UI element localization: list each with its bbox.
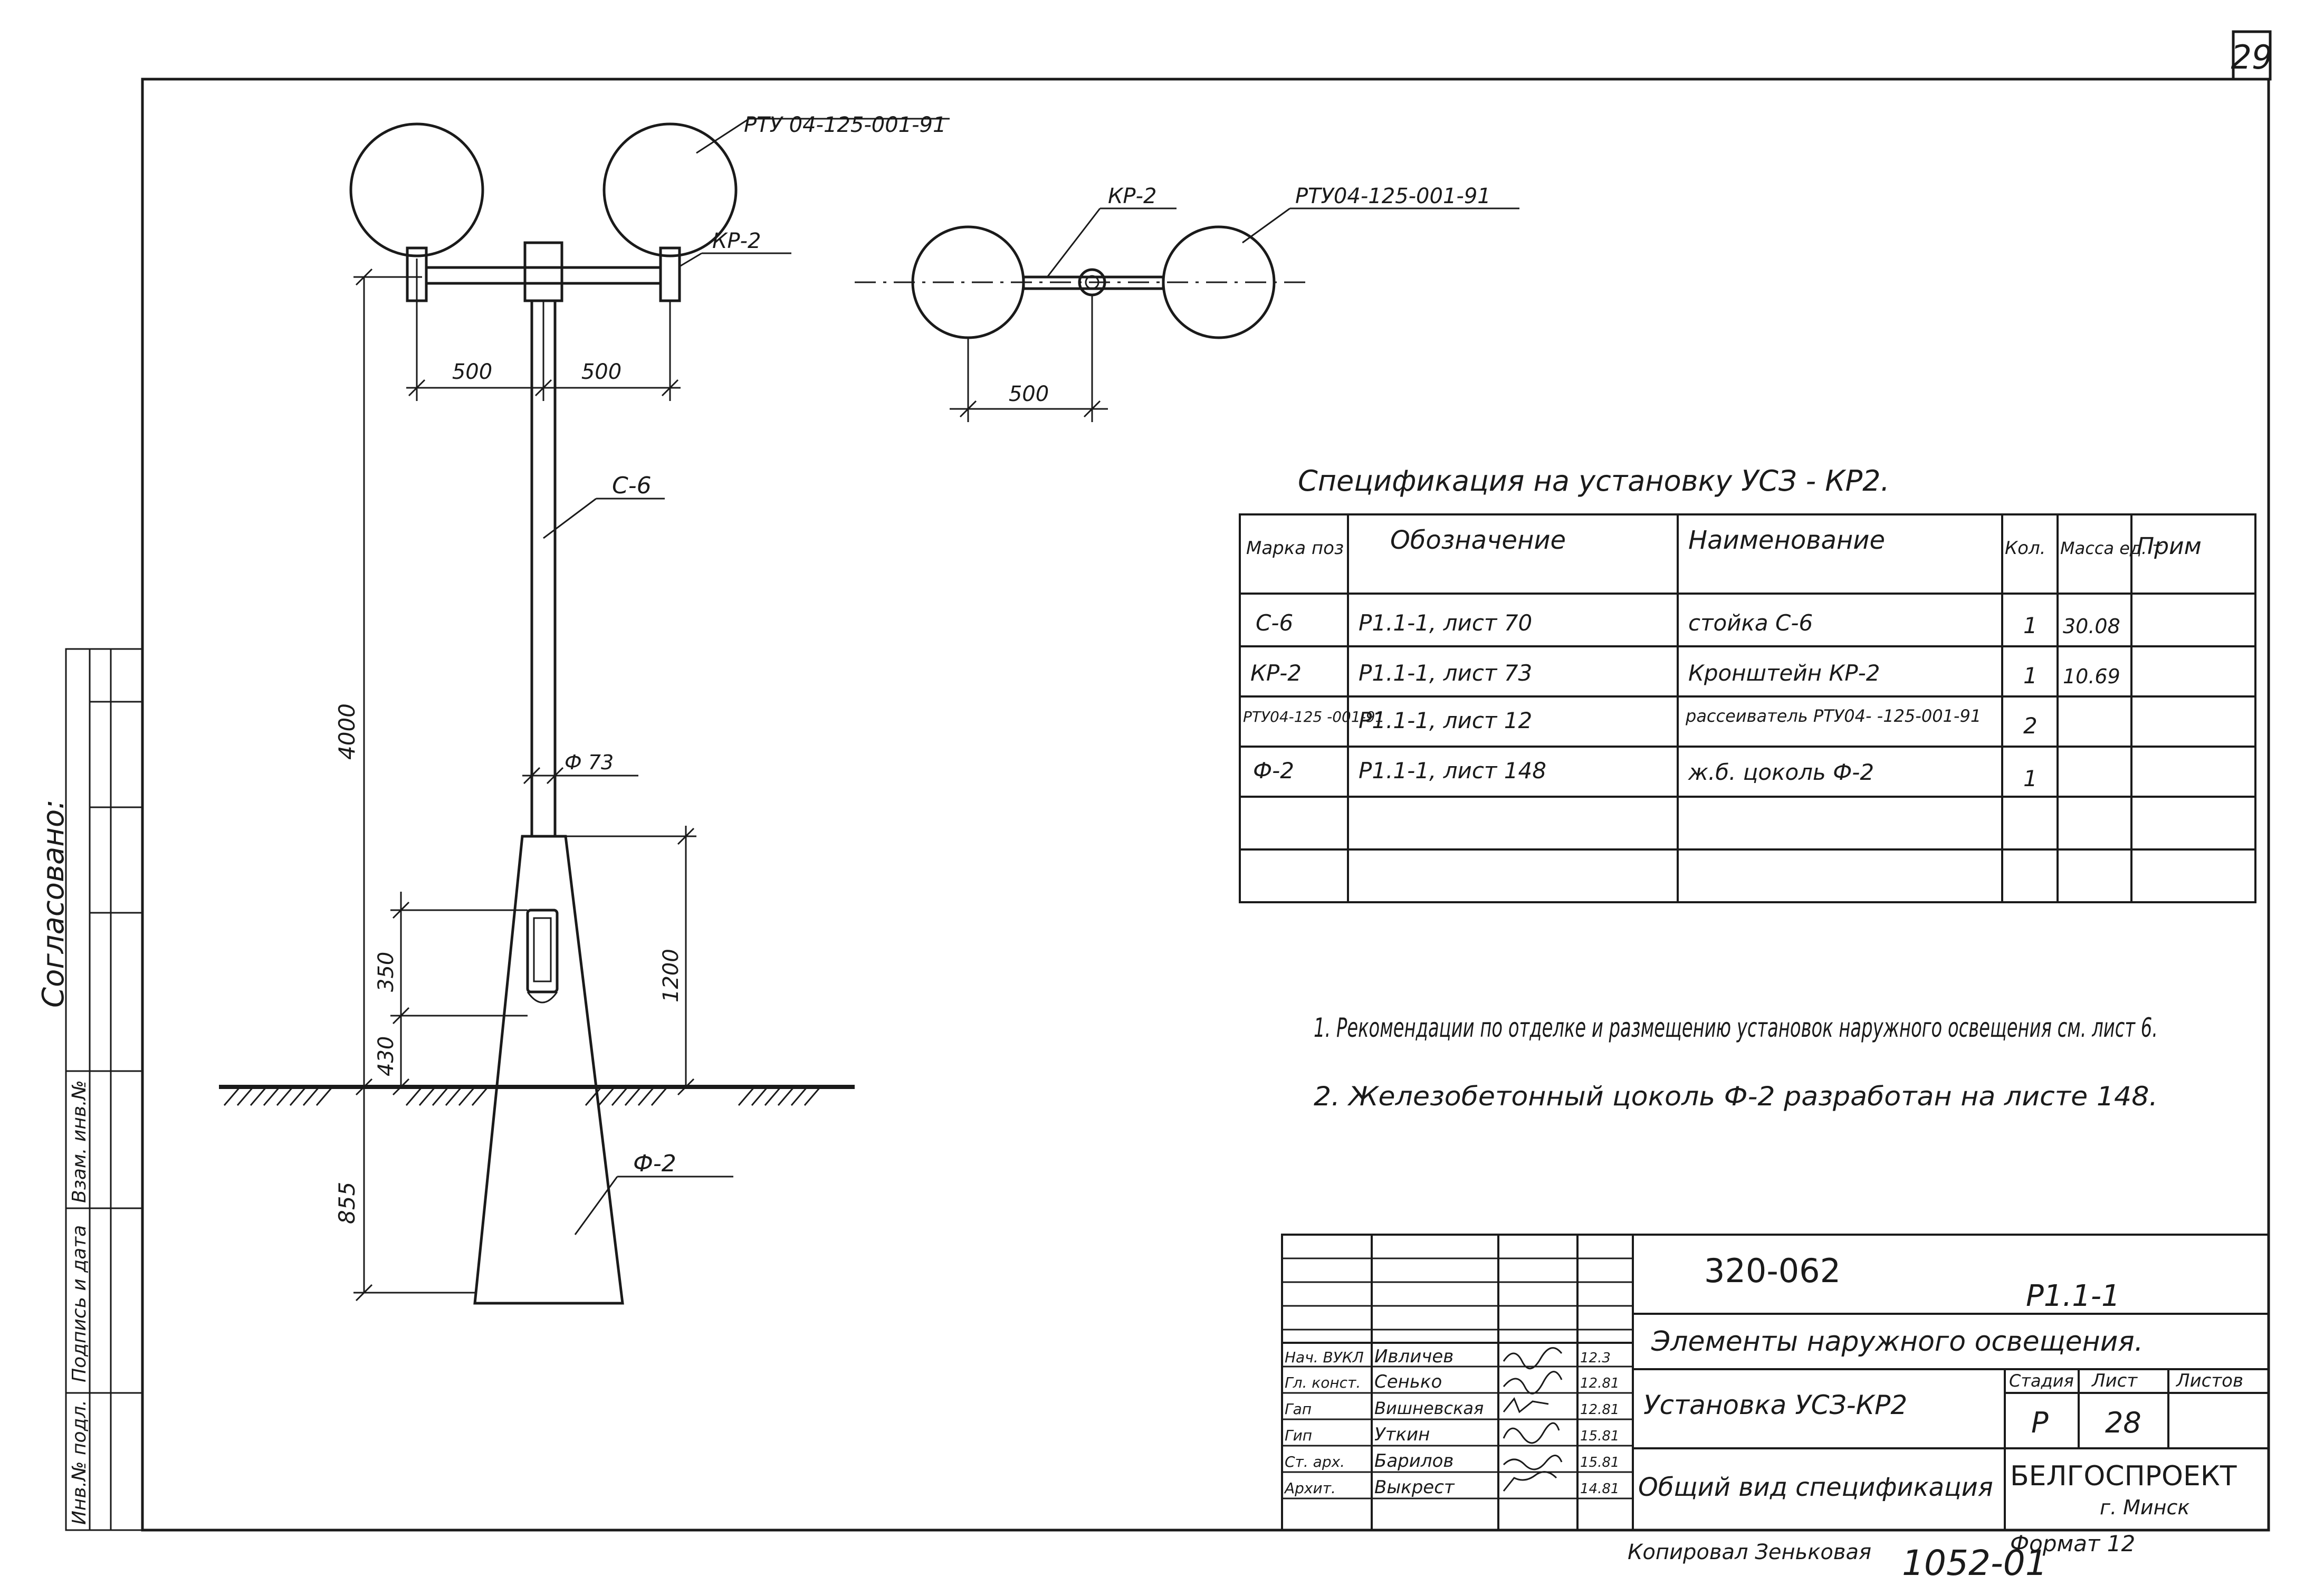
dim-855: 855: [334, 1182, 360, 1224]
spec-cell: 10.69: [2063, 665, 2120, 688]
spec-cell: стойка С-6: [1688, 610, 1813, 636]
spec-cell: Р1.1-1, лист 73: [1359, 660, 1532, 686]
note-2: 2. Железобетонный цоколь Ф-2 разработан …: [1314, 1081, 2158, 1112]
sheet-frame: 29: [141, 30, 2273, 1532]
side-label-sign: Подпись и дата: [69, 1225, 90, 1382]
staff-date: 15.81: [1580, 1455, 1619, 1470]
staff-date: 15.81: [1580, 1428, 1619, 1444]
dim-right-arm: 500: [581, 360, 621, 384]
side-label-replace: Взам. инв.№: [69, 1080, 90, 1203]
sheet-title: Общий вид спецификация: [1638, 1473, 1993, 1502]
staff-date: 12.81: [1580, 1402, 1619, 1418]
dim-430: 430: [374, 1036, 398, 1076]
post-callout: С-6: [612, 472, 652, 499]
spec-header-designation: Обозначение: [1390, 526, 1566, 555]
bracket-callout-elev: КР-2: [712, 229, 761, 253]
plan-view: КР-2 РТУ04-125-001-91 500: [855, 184, 1519, 422]
spec-cell: Ф-2: [1253, 758, 1294, 784]
dim-height: 4000: [334, 703, 360, 760]
spec-cell: Р1.1-1, лист 70: [1359, 610, 1532, 636]
spec-cell: Р1.1-1, лист 12: [1359, 708, 1532, 733]
staff-role: Нач. ВУКЛ: [1285, 1349, 1364, 1366]
spec-cell: КР-2: [1250, 660, 1302, 686]
staff-name: Сенько: [1374, 1371, 1442, 1392]
dim-350: 350: [374, 952, 398, 992]
side-label-inv: Инв.№ подл.: [69, 1400, 90, 1525]
plan-lamp-callout: РТУ04-125-001-91: [1295, 184, 1491, 208]
archive-number: 1052-01: [1902, 1543, 2048, 1583]
staff-name: Барилов: [1374, 1450, 1453, 1472]
right-lamp-globe: [602, 122, 738, 257]
plan-left-globe: [911, 225, 1025, 339]
staff-name: Выкрест: [1374, 1477, 1455, 1498]
lamp-callout: РТУ 04-125-001-91: [744, 113, 946, 137]
title-block: 320-062 Р1.1-1 Элементы наружного освеще…: [1281, 1234, 2270, 1531]
sheet-value: 28: [2105, 1406, 2141, 1439]
spec-header-note: Прим: [2137, 533, 2202, 560]
staff-name: Вишневская: [1374, 1398, 1484, 1418]
organization: БЕЛГОСПРОЕКТ: [2010, 1460, 2237, 1492]
spec-header-mark: Марка поз: [1246, 538, 1344, 559]
notes: 1. Рекомендации по отделке и размещению …: [1314, 1013, 2158, 1112]
spec-cell: Кронштейн КР-2: [1688, 660, 1880, 686]
copied-by: Копировал Зеньковая: [1628, 1540, 1871, 1564]
staff-date: 12.81: [1580, 1376, 1619, 1391]
section-title: Элементы наружного освещения.: [1651, 1326, 2143, 1358]
spec-cell: 1: [2023, 613, 2038, 638]
spec-cell: РТУ04-125 -001-91: [1243, 708, 1384, 725]
spec-header-name: Наименование: [1688, 526, 1885, 555]
base-callout: Ф-2: [633, 1150, 676, 1177]
staff-date: 14.81: [1580, 1481, 1619, 1497]
left-lamp-globe: [349, 122, 484, 257]
spec-cell: 2: [2023, 713, 2038, 739]
doc-code: Р1.1-1: [2026, 1279, 2120, 1313]
dim-left-arm: 500: [452, 360, 492, 384]
spec-cell: ж.б. цоколь Ф-2: [1688, 759, 1874, 785]
stage-value: Р: [2031, 1406, 2049, 1439]
staff-role: Гип: [1285, 1427, 1312, 1444]
dim-diameter: Ф 73: [565, 751, 614, 774]
spec-cell: 30.08: [2063, 615, 2120, 638]
sheet-footer: Копировал Зеньковая 1052-01 Формат 12: [1628, 1531, 2135, 1583]
spec-cell: С-6: [1256, 610, 1293, 636]
sheets-label: Листов: [2175, 1370, 2243, 1391]
ground-hatching: [223, 1086, 821, 1106]
spec-cell: рассеиватель РТУ04- -125-001-91: [1685, 706, 1981, 726]
staff-role: Ст. арх.: [1285, 1453, 1345, 1470]
bracket-arm: [425, 266, 662, 285]
staff-role: Архит.: [1284, 1479, 1336, 1497]
elevation-view: РТУ 04-125-001-91 КР-2 С-6 Ф-2 500 500 4…: [219, 113, 950, 1305]
spec-table: Спецификация на установку УСЗ - КР2. Мар…: [1239, 464, 2256, 903]
sheet-label: Лист: [2091, 1370, 2138, 1391]
plan-bracket-callout: КР-2: [1108, 184, 1156, 208]
format-label: Формат 12: [2010, 1531, 2135, 1556]
staff-role: Гап: [1285, 1400, 1312, 1418]
staff-role: Гл. конст.: [1285, 1374, 1361, 1391]
note-1: 1. Рекомендации по отделке и размещению …: [1314, 1013, 2158, 1043]
agreed-label: Согласовано:: [36, 799, 71, 1008]
spec-header-mass: Масса ед. т: [2060, 538, 2163, 558]
signatures: [1503, 1347, 1563, 1492]
spec-cell: Р1.1-1, лист 148: [1359, 758, 1546, 784]
stage-label: Стадия: [2009, 1371, 2074, 1391]
spec-cell: 1: [2023, 766, 2038, 791]
sheet-number: 29: [2231, 38, 2273, 77]
spec-header-qty: Кол.: [2005, 538, 2045, 559]
drawing-title: Установка УСЗ-КР2: [1643, 1390, 1907, 1420]
staff-date: 12.3: [1580, 1350, 1611, 1366]
spec-title: Спецификация на установку УСЗ - КР2.: [1298, 464, 1890, 498]
staff-name: Уткин: [1374, 1424, 1430, 1445]
city: г. Минск: [2100, 1496, 2189, 1519]
staff-name: Ивличев: [1374, 1346, 1453, 1367]
plan-dim-arm: 500: [1009, 382, 1049, 406]
spec-cell: 1: [2023, 663, 2038, 689]
base-f2: [473, 835, 624, 1305]
project-code: 320-062: [1704, 1252, 1841, 1290]
dim-1200: 1200: [659, 949, 683, 1002]
side-stamp: Согласовано: Инв.№ подл. Подпись и дата …: [36, 648, 144, 1531]
